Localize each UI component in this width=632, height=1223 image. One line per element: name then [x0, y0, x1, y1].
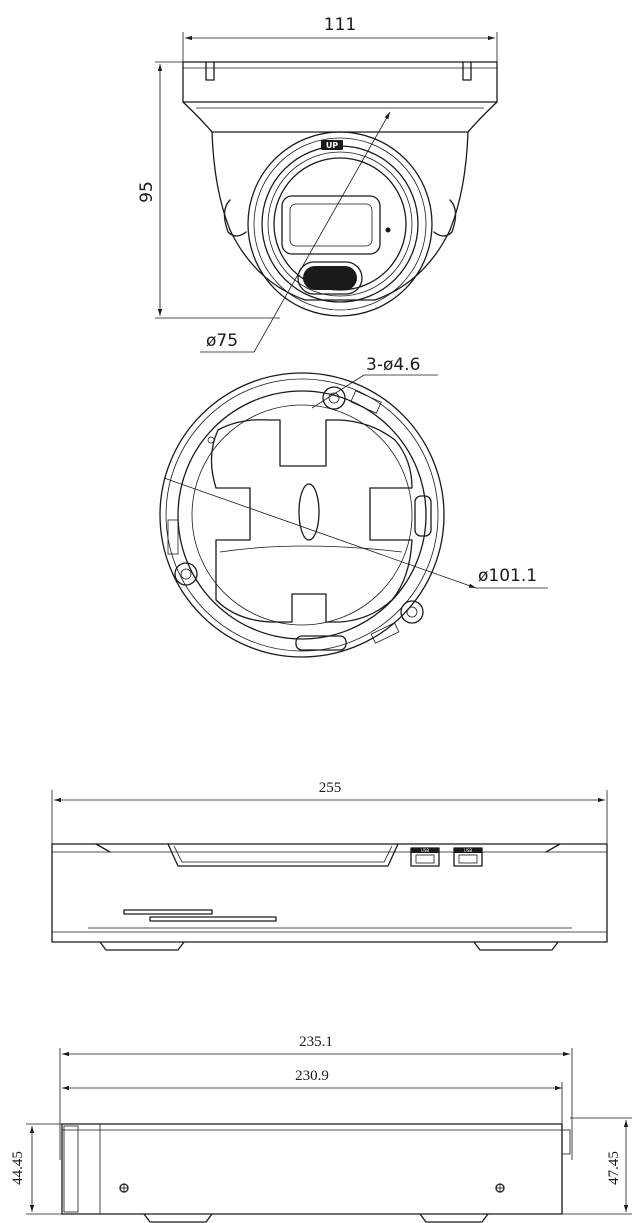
mount-base-view: 3-ø4.6 ø101.1	[159, 355, 548, 658]
front-width-dimension: 255	[51, 780, 608, 850]
dome-height-label: 95	[137, 181, 157, 203]
side-outer-length-dimension: 235.1	[59, 1034, 573, 1160]
front-width-label: 255	[319, 780, 342, 796]
mount-diameter-label: ø101.1	[478, 566, 537, 586]
lens-diameter-label: ø75	[206, 331, 238, 351]
dome-height-dimension: 95	[137, 61, 280, 319]
up-mark-badge	[321, 140, 343, 150]
side-right-height-dimension: 47.45	[562, 1117, 632, 1215]
side-outer-length-label: 235.1	[299, 1034, 333, 1050]
side-inner-length-dimension: 230.9	[62, 1068, 563, 1128]
up-mark-label: UP	[326, 141, 338, 150]
recorder-front-view: 255	[51, 780, 608, 951]
side-left-height-dimension: 44.45	[10, 1123, 62, 1215]
usb-port-label: USB	[464, 848, 472, 853]
mount-holes-label: 3-ø4.6	[366, 355, 420, 375]
side-inner-length-label: 230.9	[295, 1068, 329, 1084]
dome-width-dimension: 111	[182, 15, 498, 62]
mount-diameter-dimension: ø101.1	[163, 477, 548, 589]
usb-port-1	[410, 847, 440, 867]
side-right-height-label: 47.45	[606, 1151, 622, 1185]
recorder-side-view: 235.1 230.9 44.45	[10, 1034, 632, 1223]
dome-camera-view: 111 95	[137, 15, 498, 353]
dome-housing	[182, 61, 498, 301]
usb-port-2	[453, 847, 483, 867]
usb-port-label: USB	[421, 848, 429, 853]
side-left-height-label: 44.45	[10, 1151, 26, 1185]
dome-width-label: 111	[324, 15, 356, 35]
mount-holes-dimension: 3-ø4.6	[311, 355, 438, 409]
dome-ball: UP	[247, 131, 433, 317]
lens-diameter-dimension: ø75	[200, 111, 391, 353]
